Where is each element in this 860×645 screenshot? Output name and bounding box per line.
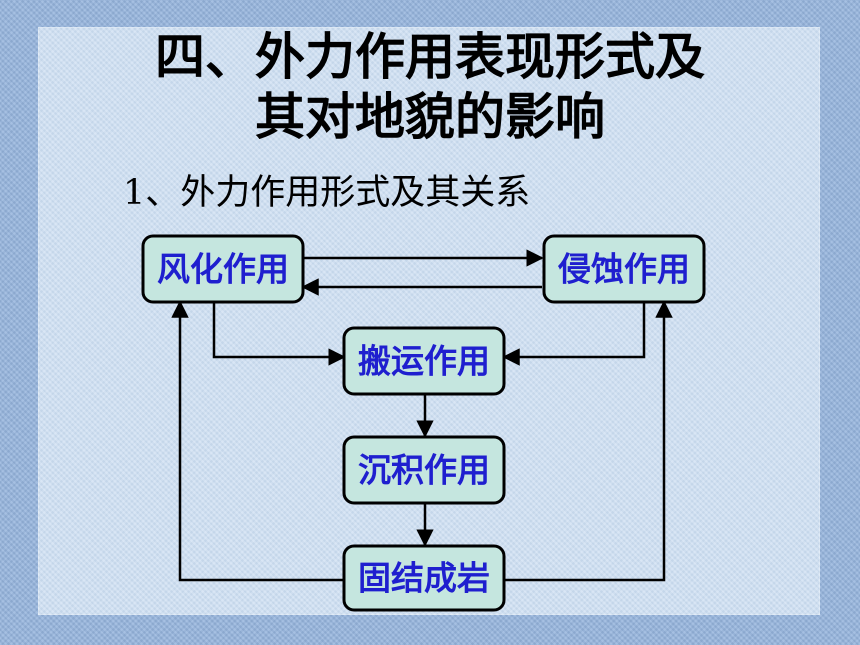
slide-title: 四、外力作用表现形式及 其对地貌的影响 bbox=[0, 27, 860, 147]
node-deposition: 沉积作用 bbox=[342, 435, 506, 505]
node-deposition-label: 沉积作用 bbox=[358, 451, 490, 490]
slide-subtitle: 1、外力作用形式及其关系 bbox=[123, 173, 531, 213]
edge-lithification-to-erosion bbox=[504, 300, 673, 582]
node-weathering-label: 风化作用 bbox=[157, 250, 289, 289]
edge-erosion-to-transport bbox=[502, 302, 646, 366]
node-erosion-label: 侵蚀作用 bbox=[557, 250, 690, 289]
node-erosion: 侵蚀作用 bbox=[542, 234, 706, 304]
title-line-2: 其对地貌的影响 bbox=[255, 88, 605, 146]
edge-weathering-to-transport bbox=[212, 302, 346, 366]
node-transport: 搬运作用 bbox=[342, 326, 506, 396]
title-line-1: 四、外力作用表现形式及 bbox=[155, 28, 705, 86]
node-lithification-label: 固结成岩 bbox=[358, 559, 490, 598]
node-transport-label: 搬运作用 bbox=[358, 342, 490, 381]
node-lithification: 固结成岩 bbox=[342, 544, 506, 612]
node-weathering: 风化作用 bbox=[141, 234, 305, 304]
slide-panel bbox=[38, 27, 820, 615]
edge-lithification-to-weathering bbox=[171, 300, 344, 582]
